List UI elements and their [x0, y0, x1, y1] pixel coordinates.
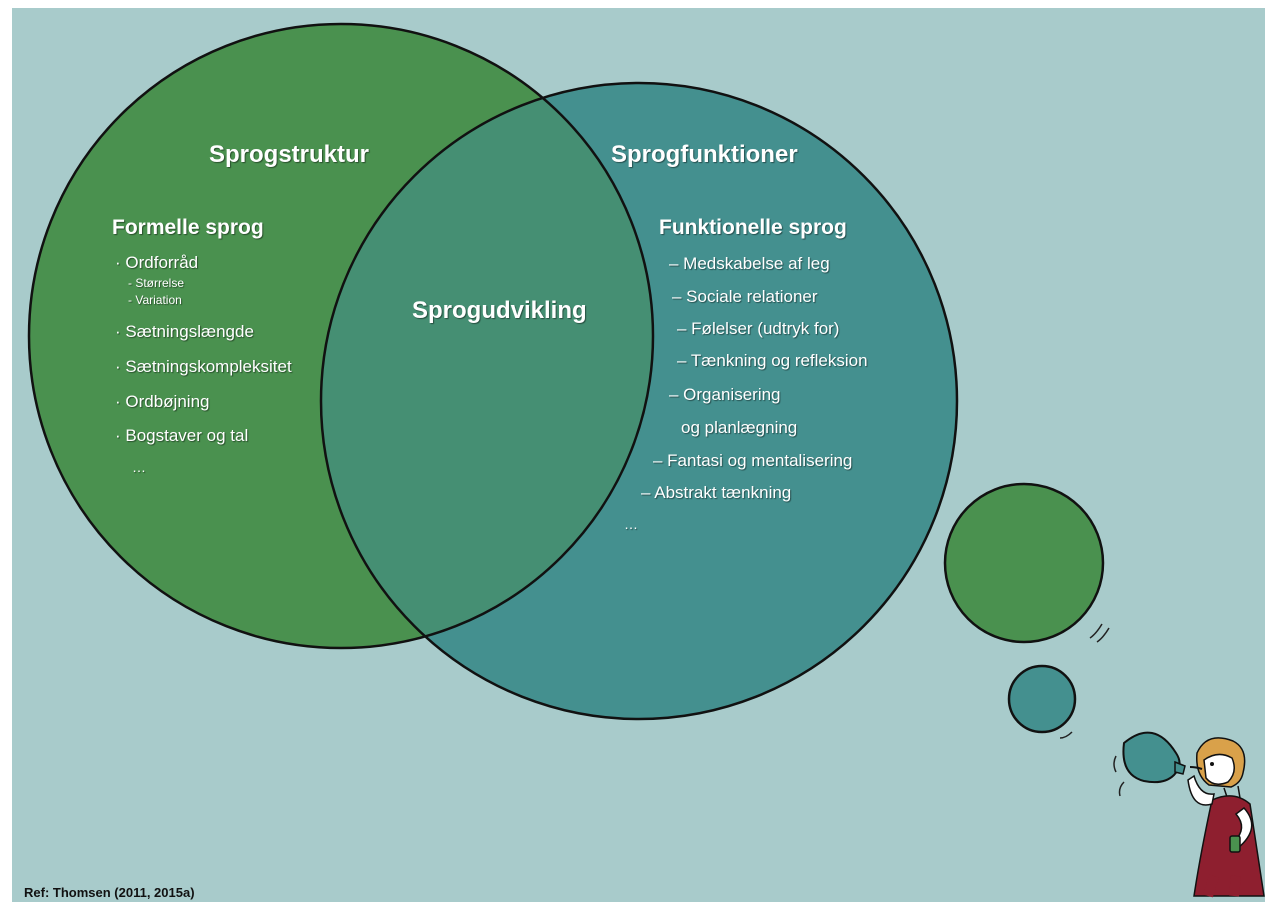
overlap-region: [321, 83, 653, 648]
list-item: – Medskabelse af leg: [669, 254, 830, 273]
list-item: – Abstrakt tænkning: [641, 483, 792, 502]
diagram-canvas: Sprogstruktur Formelle sprog · Ordforråd…: [12, 8, 1265, 902]
balloon-icon: [1113, 731, 1186, 797]
list-item: · Ordforråd: [115, 253, 199, 272]
venn-diagram: [27, 22, 1265, 898]
sprogudvikling-label: Sprogudvikling: [412, 297, 587, 324]
list-item: og planlægning: [681, 418, 798, 437]
list-item: · Sætningslængde: [115, 322, 254, 341]
list-item: · Ordbøjning: [115, 392, 210, 411]
list-item: - Størrelse: [128, 276, 185, 290]
reference-text: Ref: Thomsen (2011, 2015a): [24, 885, 195, 900]
girl-blowing-balloon-icon: [1187, 737, 1265, 898]
list-item: – Sociale relationer: [672, 287, 818, 306]
thought-bubble-small: [1007, 664, 1077, 734]
sprogfunktioner-title: Sprogfunktioner: [611, 141, 798, 168]
list-item: – Følelser (udtryk for): [677, 319, 840, 338]
list-item: · Sætningskompleksitet: [115, 357, 292, 376]
list-item: – Organisering: [669, 385, 781, 404]
thought-bubble-large: [943, 482, 1105, 644]
sprogstruktur-title: Sprogstruktur: [209, 141, 370, 168]
list-item: - Variation: [128, 293, 182, 307]
list-item: …: [132, 459, 146, 475]
list-item: · Bogstaver og tal: [115, 426, 249, 445]
list-item: …: [624, 516, 638, 532]
funktionelle-sprog-heading: Funktionelle sprog: [659, 216, 847, 239]
list-item: – Tænkning og refleksion: [677, 351, 868, 370]
list-item: – Fantasi og mentalisering: [653, 451, 853, 470]
formelle-sprog-heading: Formelle sprog: [112, 216, 264, 239]
